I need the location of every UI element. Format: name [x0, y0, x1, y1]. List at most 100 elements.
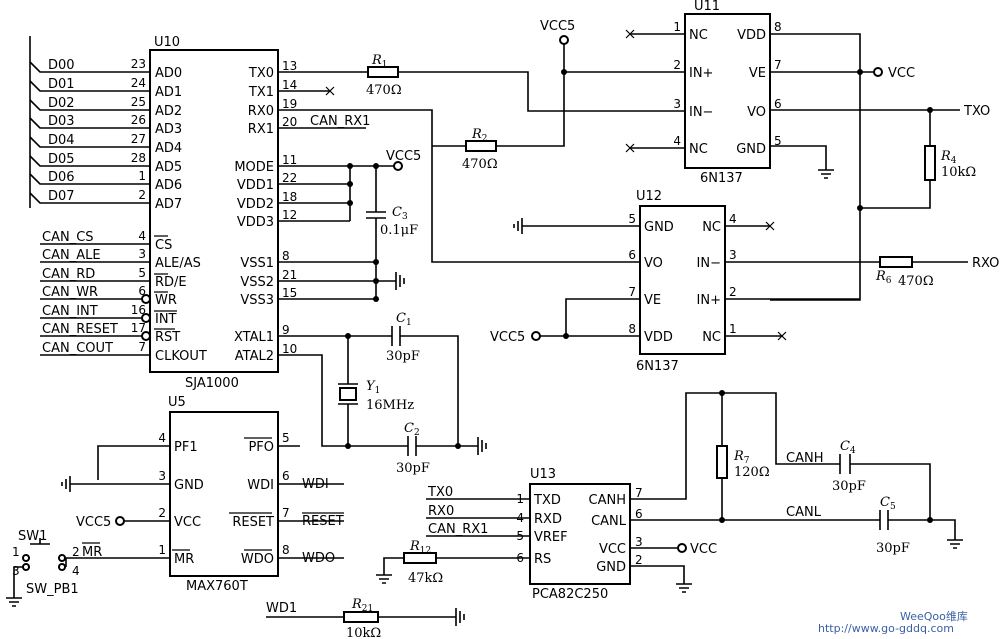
sw1-pin-4: 4: [72, 564, 80, 578]
u10-pin-num-17: 17: [131, 321, 146, 335]
u10-pin-name-ad7: AD7: [155, 197, 182, 212]
vss-net: [278, 261, 396, 300]
u11-pin-name-3: NC: [689, 142, 708, 157]
r2-value: 470Ω: [462, 157, 498, 172]
u5-body: [169, 411, 279, 577]
capacitor-c4: [839, 454, 851, 474]
c2-ref: C2: [404, 421, 420, 438]
u10-pin-num-16: 16: [131, 303, 146, 317]
c3-value: 0.1μF: [380, 223, 418, 238]
u10-pin-num-2: 2: [138, 188, 146, 202]
u10-pin-name-ad4: AD4: [155, 141, 182, 156]
r4-net: [860, 110, 931, 209]
net-label-d04: D04: [48, 133, 75, 148]
junction-dots: [345, 69, 933, 523]
u13-pin-name-1: RXD: [534, 512, 562, 527]
u11-pin-name-2: IN−: [689, 105, 713, 120]
net-label-rxo: RXO: [972, 256, 999, 271]
u11-pin-num-1: 1: [673, 20, 681, 34]
u10-pin-num-27: 27: [131, 132, 146, 146]
r6-ref: R6: [875, 269, 892, 286]
u10-pin-num-23: 23: [131, 57, 146, 71]
u5-pin-num-5: 5: [282, 431, 290, 445]
u11-pin-name-1: IN+: [689, 66, 713, 81]
c4-ref: C4: [840, 439, 856, 456]
u10-pin-name-vss1: VSS1: [240, 256, 274, 271]
labels: U10SJA100023AD024AD125AD226AD327AD428AD5…: [12, 0, 999, 639]
u5-pin-num-7: 7: [282, 506, 290, 520]
crystal-y1: [338, 383, 358, 405]
u10-pin-num-14: 14: [282, 78, 297, 92]
c3-ref: C3: [392, 205, 408, 222]
u10-pin-name-ad3: AD3: [155, 122, 182, 137]
r1-ref: R1: [371, 53, 388, 70]
u5-right-lines: [278, 445, 344, 559]
u10-part: SJA1000: [185, 376, 239, 391]
u5-pin-name-1: GND: [174, 478, 204, 493]
y1-ref: Y1: [366, 379, 380, 396]
net-label-vcc5-u5: VCC5: [76, 515, 111, 530]
chip-bodies: [149, 13, 771, 585]
u10-pin-name-clkout: CLKOUT: [155, 349, 207, 364]
u5-pf1-gnd: [70, 445, 170, 485]
u12-pin-num-4: 4: [729, 212, 737, 226]
u11-nc: [630, 33, 685, 149]
u11-pin-num-2: 2: [673, 58, 681, 72]
u13-pin-num-1: 1: [516, 492, 524, 506]
net-label-d03: D03: [48, 114, 75, 129]
capacitor-c2: [407, 436, 417, 456]
no-connect-marks: [325, 29, 787, 341]
u10-pin-name-aleas: ALE/AS: [155, 256, 201, 271]
net-label-wdi: WDI: [302, 477, 329, 492]
u10-pin-num-15: 15: [282, 286, 297, 300]
u10-pin-name-ad6: AD6: [155, 178, 182, 193]
u11-pin-num-5: 5: [774, 134, 782, 148]
u10-pin-name-ad0: AD0: [155, 66, 182, 81]
u13-pin-num-6: 6: [635, 507, 643, 521]
u5-pin-num-6: 6: [282, 469, 290, 483]
u11-pin-num-3: 3: [673, 97, 681, 111]
resistor-r6: [879, 256, 913, 268]
u12-pin-num-7: 7: [628, 285, 636, 299]
resistor-r1: [367, 66, 399, 78]
u10-pin-name-rst: RST: [155, 330, 180, 345]
sw1-pin-1: 1: [12, 545, 20, 559]
capacitor-c5: [879, 510, 889, 530]
u5-pin-num-8: 8: [282, 543, 290, 557]
r7-ref: R7: [733, 449, 750, 466]
net-label-d01: D01: [48, 77, 75, 92]
capacitor-c3: [366, 211, 386, 219]
u13-pin-name-2: VREF: [534, 530, 568, 545]
resistor-r2: [465, 140, 497, 152]
watermark-brand: WeeQoo维库: [900, 610, 968, 623]
resistors: [343, 66, 936, 623]
control-lines: [40, 243, 150, 356]
c4-value: 30pF: [832, 479, 866, 494]
net-label-can-int: CAN_INT: [42, 304, 98, 319]
vdd-net: [278, 166, 351, 222]
u12-pin-name-r2: IN+: [697, 293, 721, 308]
u12-pin-num-5: 5: [628, 212, 636, 226]
canl-net: [630, 519, 956, 540]
resistor-r12: [403, 552, 437, 564]
u12-part: 6N137: [636, 359, 679, 374]
u10-pin-num-19: 19: [282, 97, 297, 111]
u10-pin-num-3: 3: [138, 247, 146, 261]
u10-pin-num-8: 8: [282, 249, 290, 263]
u10-pin-num-9: 9: [282, 323, 290, 337]
net-label-can-wr: CAN_WR: [42, 285, 98, 300]
u10-pin-name-ad1: AD1: [155, 85, 182, 100]
net-label-txo: TXO: [963, 104, 990, 119]
u10-pin-name-vdd1: VDD1: [237, 178, 274, 193]
u5-pin-name-0: PF1: [174, 440, 198, 455]
u12-pin-name-r0: NC: [702, 220, 721, 235]
net-label-tx0: TX0: [427, 485, 453, 500]
u12-pin-num-3: 3: [729, 248, 737, 262]
net-label-vcc-u13: VCC: [690, 542, 717, 557]
u5-pin-num-4: 4: [158, 431, 166, 445]
u13-pin-num-3: 3: [635, 535, 643, 549]
u10-pin-num-6: 6: [138, 284, 146, 298]
u10-pin-name-mode: MODE: [234, 160, 274, 175]
